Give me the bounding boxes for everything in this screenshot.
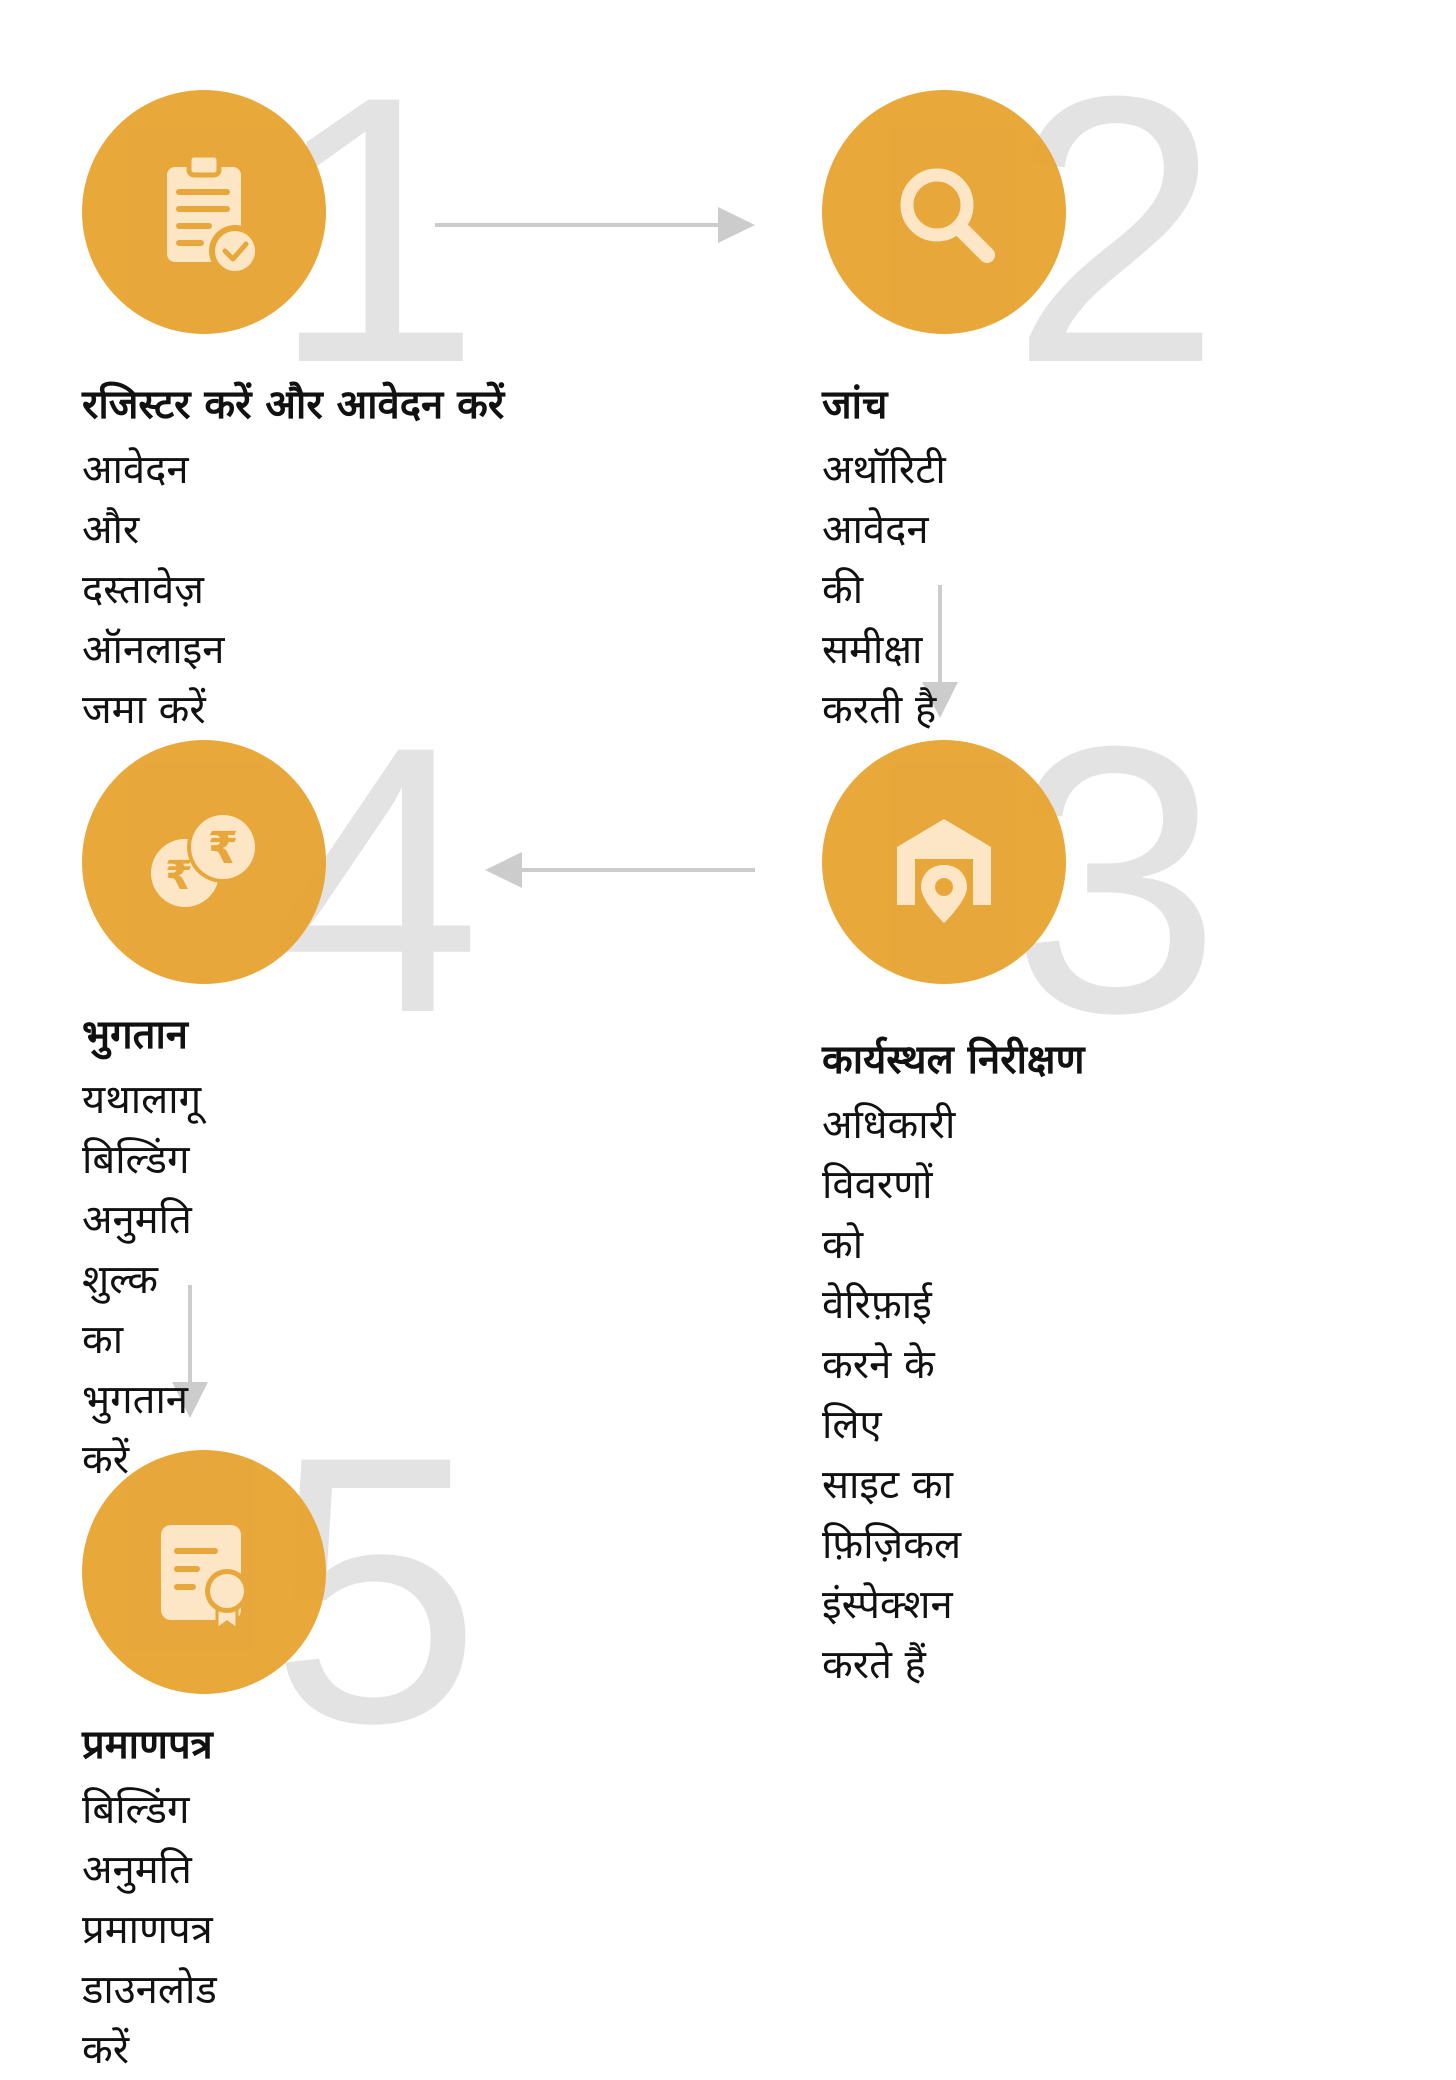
step-3-desc-line-1: अधिकारी विवरणों को वेरिफ़ाई xyxy=(822,1102,956,1328)
clipboard-check-icon xyxy=(167,152,261,277)
step-4-desc: यथालागू बिल्डिंग अनुमति शुल्क का भुगतान … xyxy=(82,1070,201,1490)
step-2-circle xyxy=(822,90,1066,334)
step-4-desc-line-1: यथालागू बिल्डिंग अनुमति xyxy=(82,1077,202,1243)
step-4-title: भुगतान xyxy=(82,1012,188,1058)
step-4-circle: ₹ ₹ xyxy=(82,740,326,984)
svg-text:₹: ₹ xyxy=(208,823,239,874)
step-2-desc: अथॉरिटी आवेदन की समीक्षा करती है xyxy=(822,440,946,740)
rupee-coins-icon: ₹ ₹ xyxy=(151,811,259,907)
step-2-desc-line-2: समीक्षा करती है xyxy=(822,627,937,733)
step-3-desc-line-3: इंस्पेक्शन करते हैं xyxy=(822,1582,953,1688)
step-3-title: कार्यस्थल निरीक्षण xyxy=(822,1037,1085,1083)
step-5-desc: बिल्डिंग अनुमति प्रमाणपत्र डाउनलोड करें xyxy=(82,1780,217,2080)
arrow-step4-to-step5 xyxy=(172,1285,208,1418)
certificate-icon xyxy=(161,1525,249,1632)
step-1-title: रजिस्टर करें और आवेदन करें xyxy=(82,382,505,428)
step-5-desc-line-2: डाउनलोड करें xyxy=(82,1967,217,2073)
step-5-title: प्रमाणपत्र xyxy=(82,1722,213,1768)
step-5-circle xyxy=(82,1450,326,1694)
step-1-circle xyxy=(82,90,326,334)
step-1-desc-line-2: ऑनलाइन जमा करें xyxy=(82,627,225,733)
arrow-step1-to-step2 xyxy=(435,207,755,243)
arrow-step2-to-step3 xyxy=(922,585,958,718)
step-2-desc-line-1: अथॉरिटी आवेदन की xyxy=(822,447,946,613)
arrow-step3-to-step4 xyxy=(485,852,755,888)
step-2-title: जांच xyxy=(822,382,888,428)
svg-text:₹: ₹ xyxy=(165,853,193,899)
step-1-desc: आवेदन और दस्तावेज़ ऑनलाइन जमा करें xyxy=(82,440,224,740)
search-icon xyxy=(900,168,995,263)
step-3-desc: अधिकारी विवरणों को वेरिफ़ाई करने के लिए … xyxy=(822,1095,961,1695)
step-3-circle xyxy=(822,740,1066,984)
step-5-desc-line-1: बिल्डिंग अनुमति प्रमाणपत्र xyxy=(82,1787,213,1953)
step-3-desc-line-2: करने के लिए साइट का फ़िज़िकल xyxy=(822,1342,962,1568)
step-1-desc-line-1: आवेदन और दस्तावेज़ xyxy=(82,447,204,613)
site-location-icon xyxy=(897,819,991,923)
step-4-desc-line-2: शुल्क का भुगतान करें xyxy=(82,1257,188,1483)
